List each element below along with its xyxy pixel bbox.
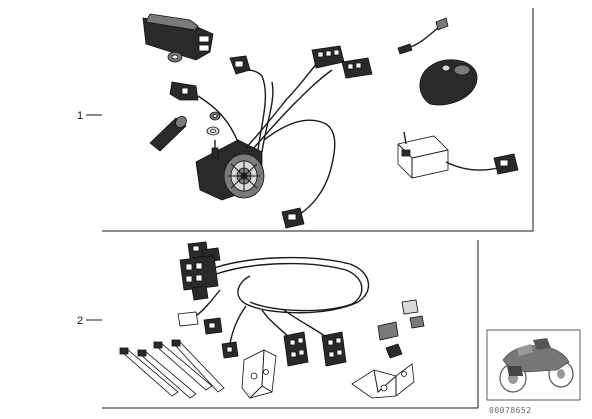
connector-plug-b [281, 207, 305, 229]
connector-small-top [229, 55, 251, 75]
alarm-siren-icon [195, 139, 265, 201]
sensor-lead [397, 17, 449, 55]
catalog-number: 00078652 [489, 406, 532, 415]
protective-sleeve [149, 115, 187, 152]
connector-small-mid [221, 341, 239, 359]
connector-double [311, 45, 373, 79]
connector-plug-a [169, 81, 199, 101]
wiring-harness-2 [195, 256, 370, 345]
callout-1-label: 1 [77, 110, 83, 122]
remote-fob-icon [419, 59, 478, 106]
adhesive-pad-1 [401, 299, 419, 315]
adhesive-pad-2 [409, 315, 425, 329]
adhesive-pad-4 [385, 343, 403, 359]
wiring-harness-1 [197, 61, 336, 215]
battery-module [142, 13, 214, 61]
washer [206, 126, 220, 136]
motorcycle-thumbnail-icon: 00078652 [486, 329, 581, 415]
cable-tie-icon [119, 339, 225, 399]
control-unit-icon [397, 131, 519, 179]
group-2-frame [102, 240, 479, 409]
connector-housing-a [283, 331, 309, 367]
callout-1[interactable]: 1 [77, 110, 102, 122]
connector-stack [179, 241, 221, 301]
adhesive-pad-3 [377, 321, 399, 341]
group-1-frame [102, 8, 534, 232]
mounting-bracket-a [241, 349, 277, 399]
callout-2[interactable]: 2 [77, 315, 102, 327]
connector-small-left [177, 311, 223, 335]
callout-2-label: 2 [77, 315, 83, 327]
rubber-ring [167, 51, 183, 63]
connector-housing-b [321, 331, 347, 367]
rubber-ring-small [209, 111, 221, 121]
mounting-bracket-b [351, 363, 415, 399]
